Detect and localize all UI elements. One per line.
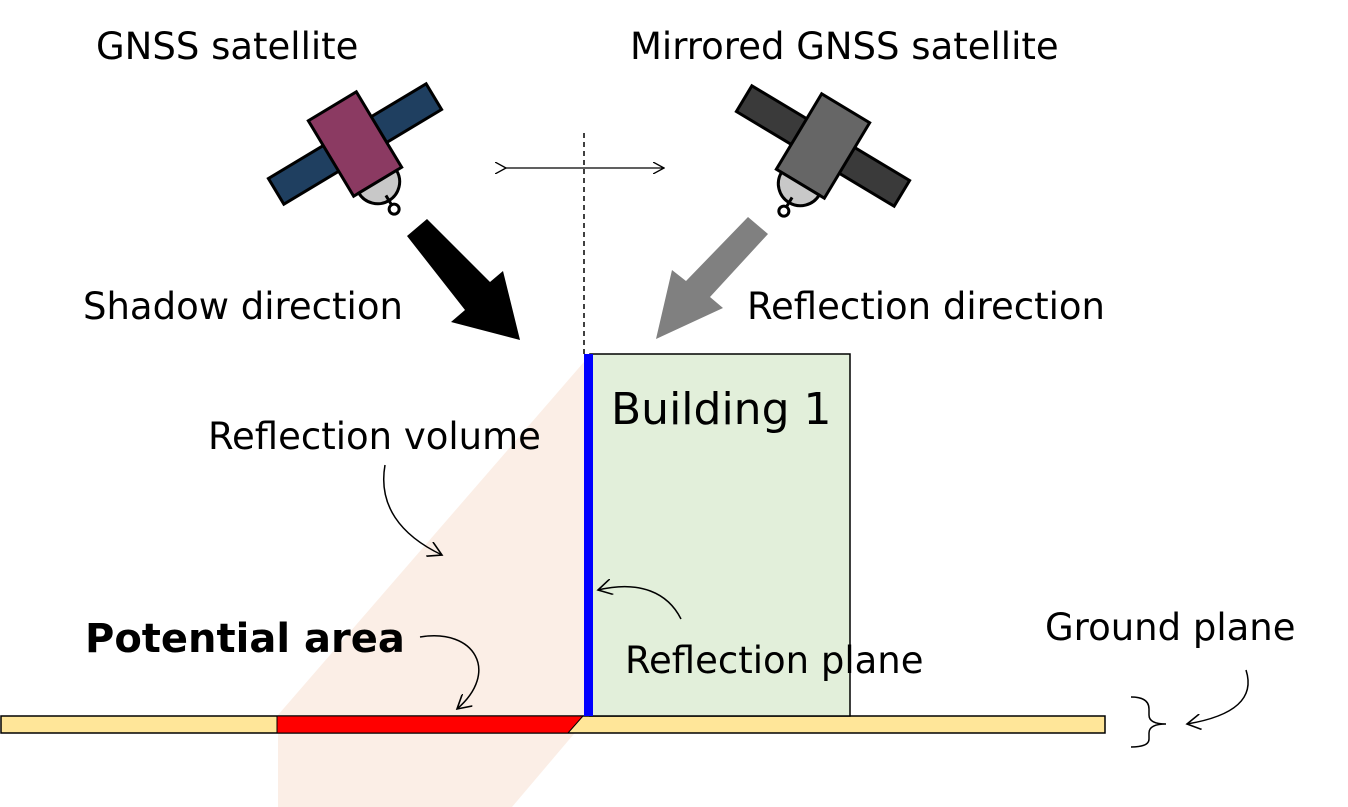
antenna-dish <box>356 168 402 206</box>
reflection-volume <box>278 355 590 807</box>
reflection-plane-wall <box>584 354 593 716</box>
shadow-direction-label: Shadow direction <box>83 285 403 328</box>
potential-area-label: Potential area <box>85 616 405 662</box>
building-label: Building 1 <box>611 384 831 435</box>
mirrored-antenna-tip <box>777 204 791 218</box>
ground-plane-pointer <box>1187 669 1249 724</box>
building-1 <box>589 353 851 717</box>
reflection-direction-arrow <box>656 217 768 339</box>
shadow-direction-arrow <box>407 219 520 340</box>
reflection-volume-pointer <box>383 464 442 555</box>
reflection-direction-label: Reflection direction <box>747 285 1105 328</box>
mirrored-antenna-dish <box>776 170 822 208</box>
mirrored-satellite-label: Mirrored GNSS satellite <box>630 25 1059 68</box>
satellite-icon <box>266 81 444 216</box>
antenna-tip <box>387 202 401 216</box>
reflection-plane-pointer <box>598 587 682 620</box>
reflection-volume-label: Reflection volume <box>208 415 541 458</box>
potential-area-pointer <box>419 635 480 709</box>
ground-plane-brace <box>1130 696 1167 748</box>
reflection-plane-label: Reflection plane <box>625 639 924 682</box>
mirrored-satellite-icon <box>734 83 912 218</box>
ground-plane-label: Ground plane <box>1045 606 1296 649</box>
potential-area <box>276 715 585 734</box>
gnss-satellite-label: GNSS satellite <box>96 25 358 68</box>
